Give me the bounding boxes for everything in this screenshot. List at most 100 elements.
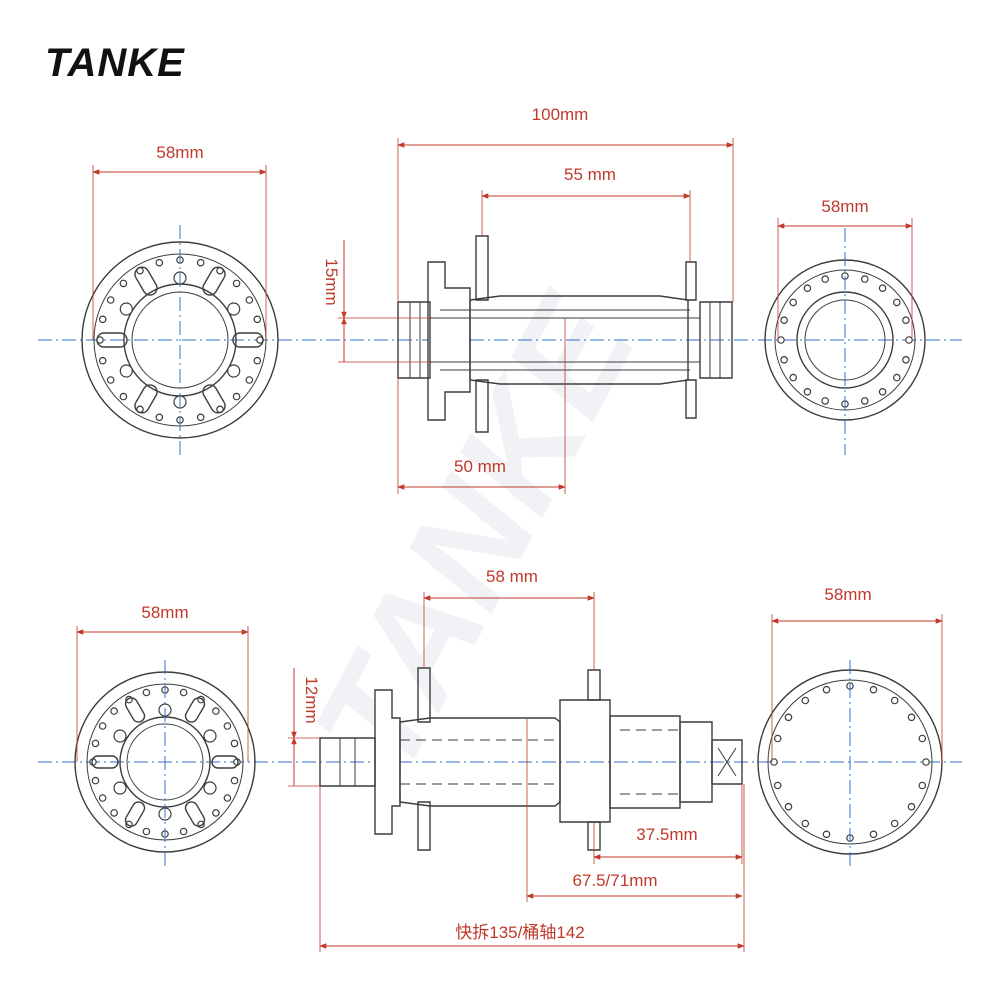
- spoke-hole: [892, 298, 901, 307]
- spoke-hole: [902, 355, 910, 364]
- rear-left-flange-view: [74, 660, 256, 870]
- spoke-hole: [878, 387, 887, 396]
- dim-rear-left-flange: 58mm: [141, 603, 188, 622]
- spoke-hole: [907, 802, 916, 811]
- spoke-hole: [801, 819, 810, 828]
- spoke-hole: [773, 734, 782, 743]
- spoke-hole: [232, 279, 241, 288]
- spoke-hole: [878, 284, 887, 293]
- flange-cutout: [202, 266, 226, 296]
- flange-cutout: [124, 801, 146, 827]
- dim-rear-flange-to-end: 37.5mm: [636, 825, 697, 844]
- spoke-hole: [869, 685, 878, 694]
- spoke-hole: [777, 336, 785, 344]
- spoke-hole: [784, 802, 793, 811]
- spoke-hole: [119, 364, 133, 378]
- dim-front-axle: 15mm: [322, 258, 341, 305]
- spoke-hole: [227, 364, 241, 378]
- spoke-hole: [98, 794, 107, 802]
- front-hub: 58mm 100mm 55 mm 58mm 15mm: [38, 105, 962, 494]
- spoke-hole: [860, 275, 869, 283]
- dim-rear-right-flange: 58mm: [824, 585, 871, 604]
- spoke-hole: [789, 298, 798, 307]
- spoke-hole: [784, 713, 793, 722]
- spoke-hole: [803, 387, 812, 396]
- spoke-hole: [155, 413, 164, 422]
- flange-cutout: [211, 755, 239, 769]
- flange-cutout: [134, 384, 158, 414]
- flange-cutout: [96, 332, 128, 348]
- dim-front-center-to-left: 50 mm: [454, 457, 506, 476]
- spoke-hole: [223, 794, 232, 802]
- flange-cutout: [184, 801, 206, 827]
- spoke-hole: [922, 758, 930, 766]
- spoke-hole: [142, 688, 151, 697]
- dim-front-right-flange: 58mm: [821, 197, 868, 216]
- spoke-hole: [892, 373, 901, 382]
- dim-front-flange-spacing: 55 mm: [564, 165, 616, 184]
- flange-cutout: [232, 332, 264, 348]
- spoke-hole: [918, 781, 927, 790]
- spoke-hole: [196, 413, 205, 422]
- front-dimensions: 58mm 100mm 55 mm 58mm 15mm: [92, 105, 913, 494]
- spoke-hole: [253, 315, 262, 324]
- spoke-hole: [106, 296, 115, 304]
- spoke-hole: [905, 336, 913, 344]
- spoke-hole: [179, 827, 188, 836]
- spoke-hole: [98, 356, 107, 365]
- spoke-hole: [98, 722, 107, 730]
- spoke-hole: [98, 315, 107, 324]
- rear-hub-side-view: [319, 667, 743, 851]
- flange-cutout: [184, 697, 206, 723]
- rear-right-flange-view: [757, 660, 943, 870]
- flange-cutout: [91, 755, 119, 769]
- dim-front-overall-width: 100mm: [532, 105, 589, 124]
- spoke-hole: [230, 776, 239, 785]
- spoke-hole: [230, 739, 239, 748]
- rear-dimensions: 58mm 58 mm 58mm 12mm 37.5mm: [76, 567, 943, 952]
- spoke-hole: [918, 734, 927, 743]
- flange-cutout: [134, 266, 158, 296]
- spoke-hole: [822, 685, 831, 694]
- spoke-hole: [801, 696, 810, 705]
- spoke-hole: [119, 302, 133, 316]
- spoke-hole: [91, 739, 100, 748]
- spoke-hole: [890, 819, 899, 828]
- spoke-hole: [869, 830, 878, 839]
- spoke-hole: [780, 316, 788, 325]
- spoke-hole: [902, 316, 910, 325]
- spoke-hole: [155, 258, 164, 267]
- spoke-hole: [91, 776, 100, 785]
- front-left-flange-view: [81, 225, 279, 455]
- spoke-hole: [113, 781, 127, 795]
- spoke-hole: [821, 397, 830, 405]
- spoke-hole: [106, 376, 115, 384]
- spoke-hole: [245, 376, 254, 384]
- spoke-hole: [142, 827, 151, 836]
- rear-hub: 58mm 58 mm 58mm 12mm 37.5mm: [38, 567, 962, 952]
- spoke-hole: [245, 296, 254, 304]
- flange-cutout: [124, 697, 146, 723]
- spoke-hole: [223, 722, 232, 730]
- spoke-hole: [907, 713, 916, 722]
- spoke-hole: [789, 373, 798, 382]
- spoke-hole: [860, 397, 869, 405]
- spoke-hole: [203, 729, 217, 743]
- dim-rear-axle: 12mm: [302, 676, 321, 723]
- spoke-hole: [803, 284, 812, 293]
- brand-logo: TANKE: [45, 41, 185, 85]
- spoke-hole: [179, 688, 188, 697]
- spoke-hole: [119, 392, 128, 401]
- spoke-hole: [119, 279, 128, 288]
- spoke-hole: [110, 809, 118, 817]
- dim-rear-center-to-right: 67.5/71mm: [572, 871, 657, 890]
- spoke-hole: [212, 707, 220, 715]
- spoke-hole: [773, 781, 782, 790]
- spoke-hole: [821, 275, 830, 283]
- dim-front-left-flange: 58mm: [156, 143, 203, 162]
- spoke-hole: [822, 830, 831, 839]
- dim-rear-overall-width: 快拆135/桶轴142: [455, 923, 584, 942]
- spoke-hole: [203, 781, 217, 795]
- spoke-hole: [110, 707, 118, 715]
- spoke-hole: [253, 356, 262, 365]
